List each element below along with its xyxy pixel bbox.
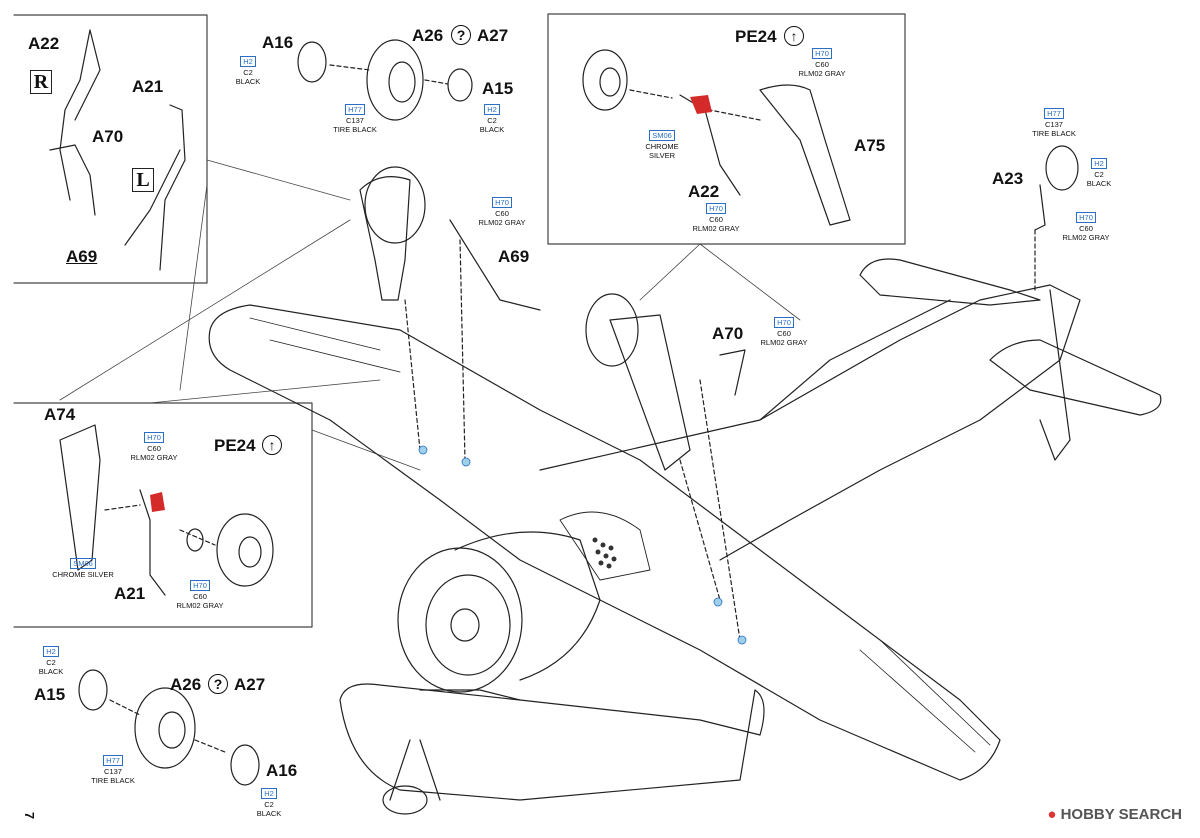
part-label-a74: A74: [44, 405, 76, 424]
part-label-a70: A70: [92, 127, 124, 146]
question-circle-icon: ?: [208, 674, 228, 694]
part-label-a16: A16: [262, 33, 294, 52]
part-label-a27: A27: [477, 26, 509, 45]
watermark: ● HOBBY SEARCH: [1047, 806, 1182, 823]
part-label-a69: A69: [66, 247, 98, 266]
part-label-a15: A15: [482, 79, 514, 98]
arrow-up-circle-icon: ↑: [262, 435, 282, 455]
part-label-a27: A27: [234, 675, 266, 694]
part-label-a70: A70: [712, 324, 744, 343]
part-label-pe24: PE24: [735, 27, 777, 46]
question-circle-icon: ?: [451, 25, 471, 45]
right-side-marker: R: [30, 70, 52, 94]
left-side-marker: L: [132, 168, 154, 192]
part-label-a26: A26: [412, 26, 444, 45]
part-label-pe24: PE24: [214, 436, 256, 455]
page-number: 7: [22, 811, 38, 820]
part-label-a23: A23: [992, 169, 1024, 188]
part-label-a26: A26: [170, 675, 202, 694]
part-label-a75: A75: [854, 136, 886, 155]
part-label-a15: A15: [34, 685, 66, 704]
part-label-a22: A22: [28, 34, 60, 53]
arrow-up-circle-icon: ↑: [784, 26, 804, 46]
part-label-a22: A22: [688, 182, 720, 201]
part-label-a21: A21: [114, 584, 146, 603]
part-label-a21: A21: [132, 77, 164, 96]
part-label-a16: A16: [266, 761, 298, 780]
watermark-text: HOBBY SEARCH: [1060, 806, 1182, 823]
part-label-a69: A69: [498, 247, 530, 266]
